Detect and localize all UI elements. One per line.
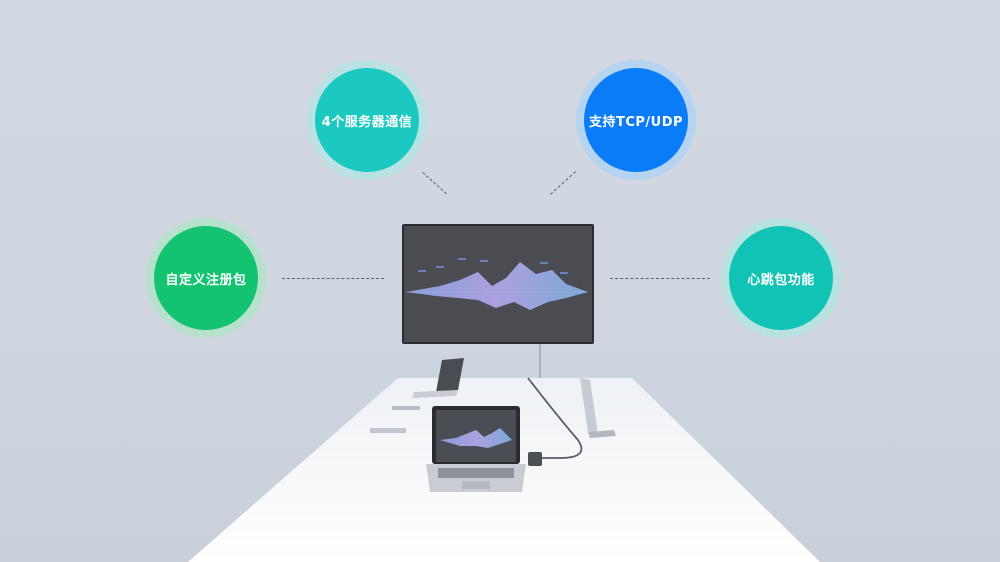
- feature-protocol: 支持TCP/UDP: [576, 60, 696, 180]
- table-cable: [527, 377, 583, 459]
- remote-device: [370, 428, 406, 433]
- usb-hub: [528, 452, 542, 466]
- feature-servers: 4个服务器通信: [307, 60, 427, 180]
- laptop-back-left: [412, 358, 464, 398]
- feature-protocol-circle: 支持TCP/UDP: [584, 68, 688, 172]
- feature-servers-circle: 4个服务器通信: [315, 68, 419, 172]
- phone-device: [392, 406, 420, 410]
- laptop-right-side: [580, 378, 616, 438]
- feature-register-label: 自定义注册包: [165, 272, 247, 288]
- feature-heartbeat: 心跳包功能: [721, 218, 841, 338]
- feature-servers-label: 4个服务器通信: [321, 114, 413, 130]
- laptop-front: [426, 406, 526, 492]
- wall-tv: [402, 224, 594, 344]
- connector-register: [282, 278, 384, 279]
- feature-protocol-label: 支持TCP/UDP: [588, 114, 684, 130]
- tv-wave-graphic: [406, 262, 588, 310]
- feature-heartbeat-circle: 心跳包功能: [729, 226, 833, 330]
- connector-heartbeat: [610, 278, 710, 279]
- feature-register: 自定义注册包: [146, 218, 266, 338]
- feature-register-circle: 自定义注册包: [154, 226, 258, 330]
- feature-heartbeat-label: 心跳包功能: [747, 272, 815, 288]
